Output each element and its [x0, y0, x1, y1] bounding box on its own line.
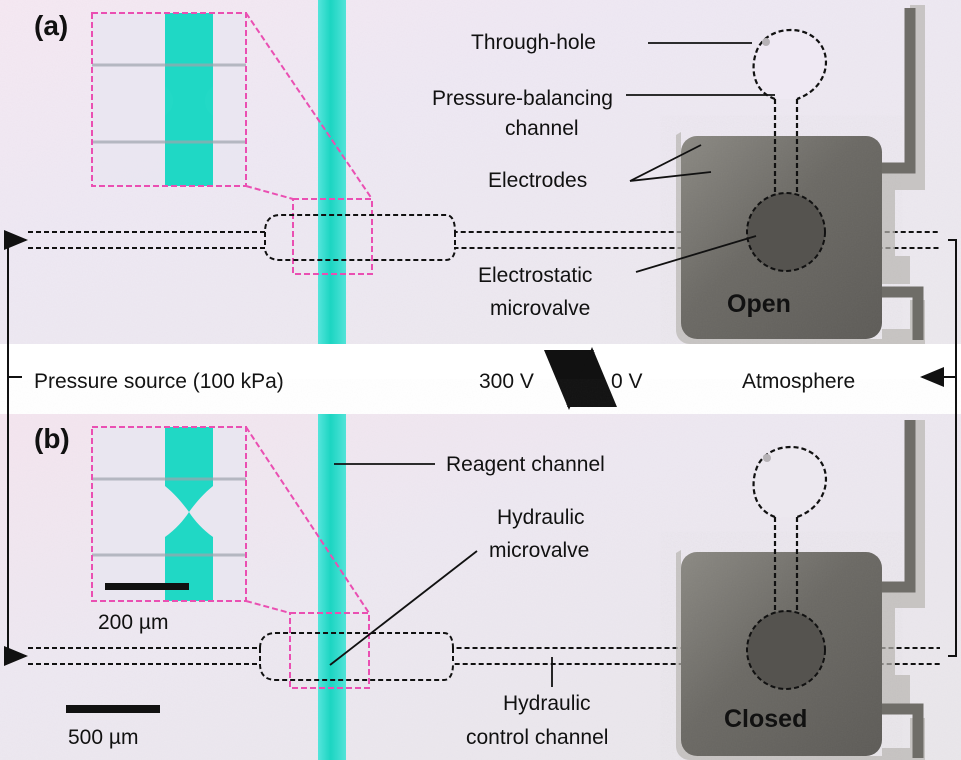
reagent-channel-a — [318, 0, 346, 344]
through-hole-b — [752, 446, 827, 519]
panel-a: (a) Open Through-hole Pressure-balancing… — [0, 0, 961, 344]
inset-scale-bar — [105, 583, 189, 590]
atmosphere-upper-arrow — [920, 239, 957, 387]
hydraulic-channel-b — [28, 632, 940, 681]
main-scale-label: 500 µm — [68, 726, 138, 749]
electrode-b — [676, 420, 925, 760]
electrode-a — [676, 5, 925, 344]
electrostatic-valve-b — [746, 610, 826, 690]
pressure-balancing-label-line2: channel — [505, 117, 579, 140]
electrostatic-label-line2: microvalve — [490, 297, 590, 320]
pressure-source-lower-arrow — [4, 377, 28, 666]
flow-connections — [4, 230, 957, 666]
hydraulic-channel-a — [28, 214, 940, 261]
electrostatic-label-line1: Electrostatic — [478, 264, 592, 287]
pressure-balancing-label-line1: Pressure-balancing — [432, 87, 613, 110]
inset-b-frame — [91, 426, 247, 602]
panel-b: 200 µm (b) Closed Reagent channel Hydrau — [0, 414, 961, 760]
valve-state-open: Open — [727, 290, 791, 318]
reagent-channel-b — [318, 414, 346, 760]
inset-a — [91, 12, 247, 187]
electrostatic-valve-a — [746, 192, 826, 272]
reagent-channel-label: Reagent channel — [446, 453, 605, 476]
voltage-off-label: 0 V — [611, 370, 643, 393]
zoom-box-b — [289, 612, 370, 689]
hydraulic-microvalve-label-line2: microvalve — [489, 539, 589, 562]
zoom-box-a — [292, 198, 373, 275]
atmosphere-label: Atmosphere — [742, 370, 855, 393]
hydraulic-control-label-line1: Hydraulic — [503, 692, 591, 715]
through-hole-label: Through-hole — [471, 31, 596, 54]
panel-b-label: (b) — [34, 423, 70, 454]
voltage-on-label: 300 V — [479, 370, 534, 393]
hydraulic-control-label-line2: control channel — [466, 726, 608, 749]
middle-band: Pressure source (100 kPa) 300 V 0 V Atmo… — [0, 344, 961, 414]
through-hole-a — [752, 29, 827, 101]
electrodes-label: Electrodes — [488, 169, 587, 192]
inset-b — [91, 426, 247, 602]
panel-a-label: (a) — [34, 10, 68, 41]
inset-scale-label: 200 µm — [98, 611, 168, 634]
pressure-source-label: Pressure source (100 kPa) — [34, 370, 284, 393]
pressure-source-upper-arrow — [4, 230, 28, 378]
atmosphere-lower-connector — [948, 377, 957, 657]
main-scale-bar — [66, 705, 160, 713]
valve-state-closed: Closed — [724, 705, 807, 733]
inset-a-frame — [91, 12, 247, 187]
hydraulic-microvalve-label-line1: Hydraulic — [497, 506, 585, 529]
